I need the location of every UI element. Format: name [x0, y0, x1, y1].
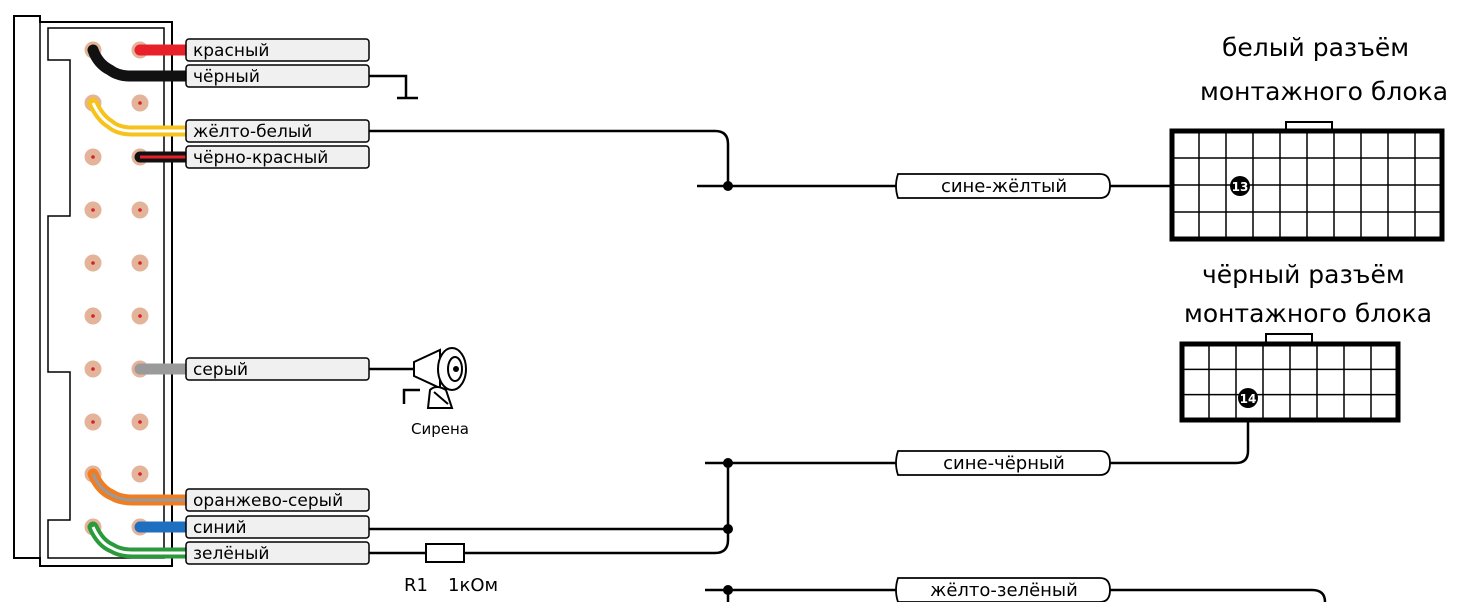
connector-wires: [87, 44, 192, 559]
junction-dot: [723, 458, 733, 468]
bus-label-box: сине-жёлтый: [895, 173, 1111, 199]
bus-label-box: жёлто-зелёный: [895, 577, 1111, 602]
resistor-value: 1кОм: [448, 575, 498, 596]
yellow-white-line: [369, 129, 730, 186]
pin-14-label: 14: [1240, 392, 1257, 406]
wire-1: [87, 44, 192, 82]
junction-dots: [723, 181, 733, 595]
wire-label-box: серый: [185, 357, 370, 381]
connector-pin: [131, 413, 149, 431]
junction-dot: [723, 181, 733, 191]
bus-label-text: жёлто-зелёный: [930, 580, 1078, 601]
wire-label-box: чёрно-красный: [185, 145, 370, 169]
wire-label-text: серый: [193, 360, 248, 380]
connector-pin: [131, 201, 149, 219]
wire-label-text: чёрный: [193, 67, 260, 87]
pin-13-label: 13: [1232, 180, 1249, 194]
connector-wire-labels: красный чёрный жёлто-белый чёрно-красный сер…: [185, 38, 370, 565]
siren-ground: [402, 388, 420, 404]
black-block-title-line1: чёрный разъём: [1202, 260, 1405, 289]
connector-pin: [84, 360, 102, 378]
siren-icon: [413, 347, 467, 409]
connector-pin: [84, 254, 102, 272]
wire-label-box: чёрный: [185, 64, 370, 88]
connector-pin: [84, 201, 102, 219]
bus-wire-labels: сине-жёлтый сине-чёрный жёлто-зелёный: [895, 173, 1111, 602]
bus-label-text: сине-чёрный: [943, 453, 1065, 474]
junction-dot: [723, 524, 733, 534]
connector-pin: [131, 94, 149, 112]
wire-label-box: оранжево-серый: [185, 488, 370, 512]
connector-pin: [84, 307, 102, 325]
connector-pin: [131, 307, 149, 325]
wire-label-text: красный: [193, 41, 269, 61]
wire-label-box: синий: [185, 515, 370, 539]
wire-label-box: красный: [185, 38, 370, 62]
black-block-connector: чёрный разъём монтажного блока 14: [1179, 260, 1432, 423]
wire-label-text: синий: [193, 518, 247, 538]
connector-pin: [131, 465, 149, 483]
siren-label: Сирена: [411, 420, 469, 438]
wire-7: [87, 521, 192, 559]
wire-label-text: зелёный: [193, 544, 269, 564]
resistor: R1 1кОм: [404, 543, 498, 596]
connector-pin: [131, 254, 149, 272]
wire-label-box: зелёный: [185, 541, 370, 565]
white-block-title-line1: белый разъём: [1222, 33, 1409, 62]
black-block-title-line2: монтажного блока: [1184, 299, 1432, 328]
wire-label-text: жёлто-белый: [193, 122, 312, 142]
bus-label-text: сине-жёлтый: [941, 176, 1067, 197]
wire-5: [87, 468, 192, 506]
resistor-name: R1: [404, 575, 428, 596]
white-block-connector: белый разъём монтажного блока 13: [1169, 33, 1448, 242]
connector-pin: [84, 413, 102, 431]
junction-dot: [723, 585, 733, 595]
ground-line: [369, 74, 408, 98]
bus-label-box: сине-чёрный: [895, 450, 1111, 476]
connector-pin: [84, 148, 102, 166]
wire-label-box: жёлто-белый: [185, 119, 370, 143]
white-block-title-line2: монтажного блока: [1200, 77, 1448, 106]
wire-label-text: чёрно-красный: [193, 148, 328, 168]
wire-label-text: оранжево-серый: [193, 491, 343, 511]
wire-2: [87, 97, 192, 137]
